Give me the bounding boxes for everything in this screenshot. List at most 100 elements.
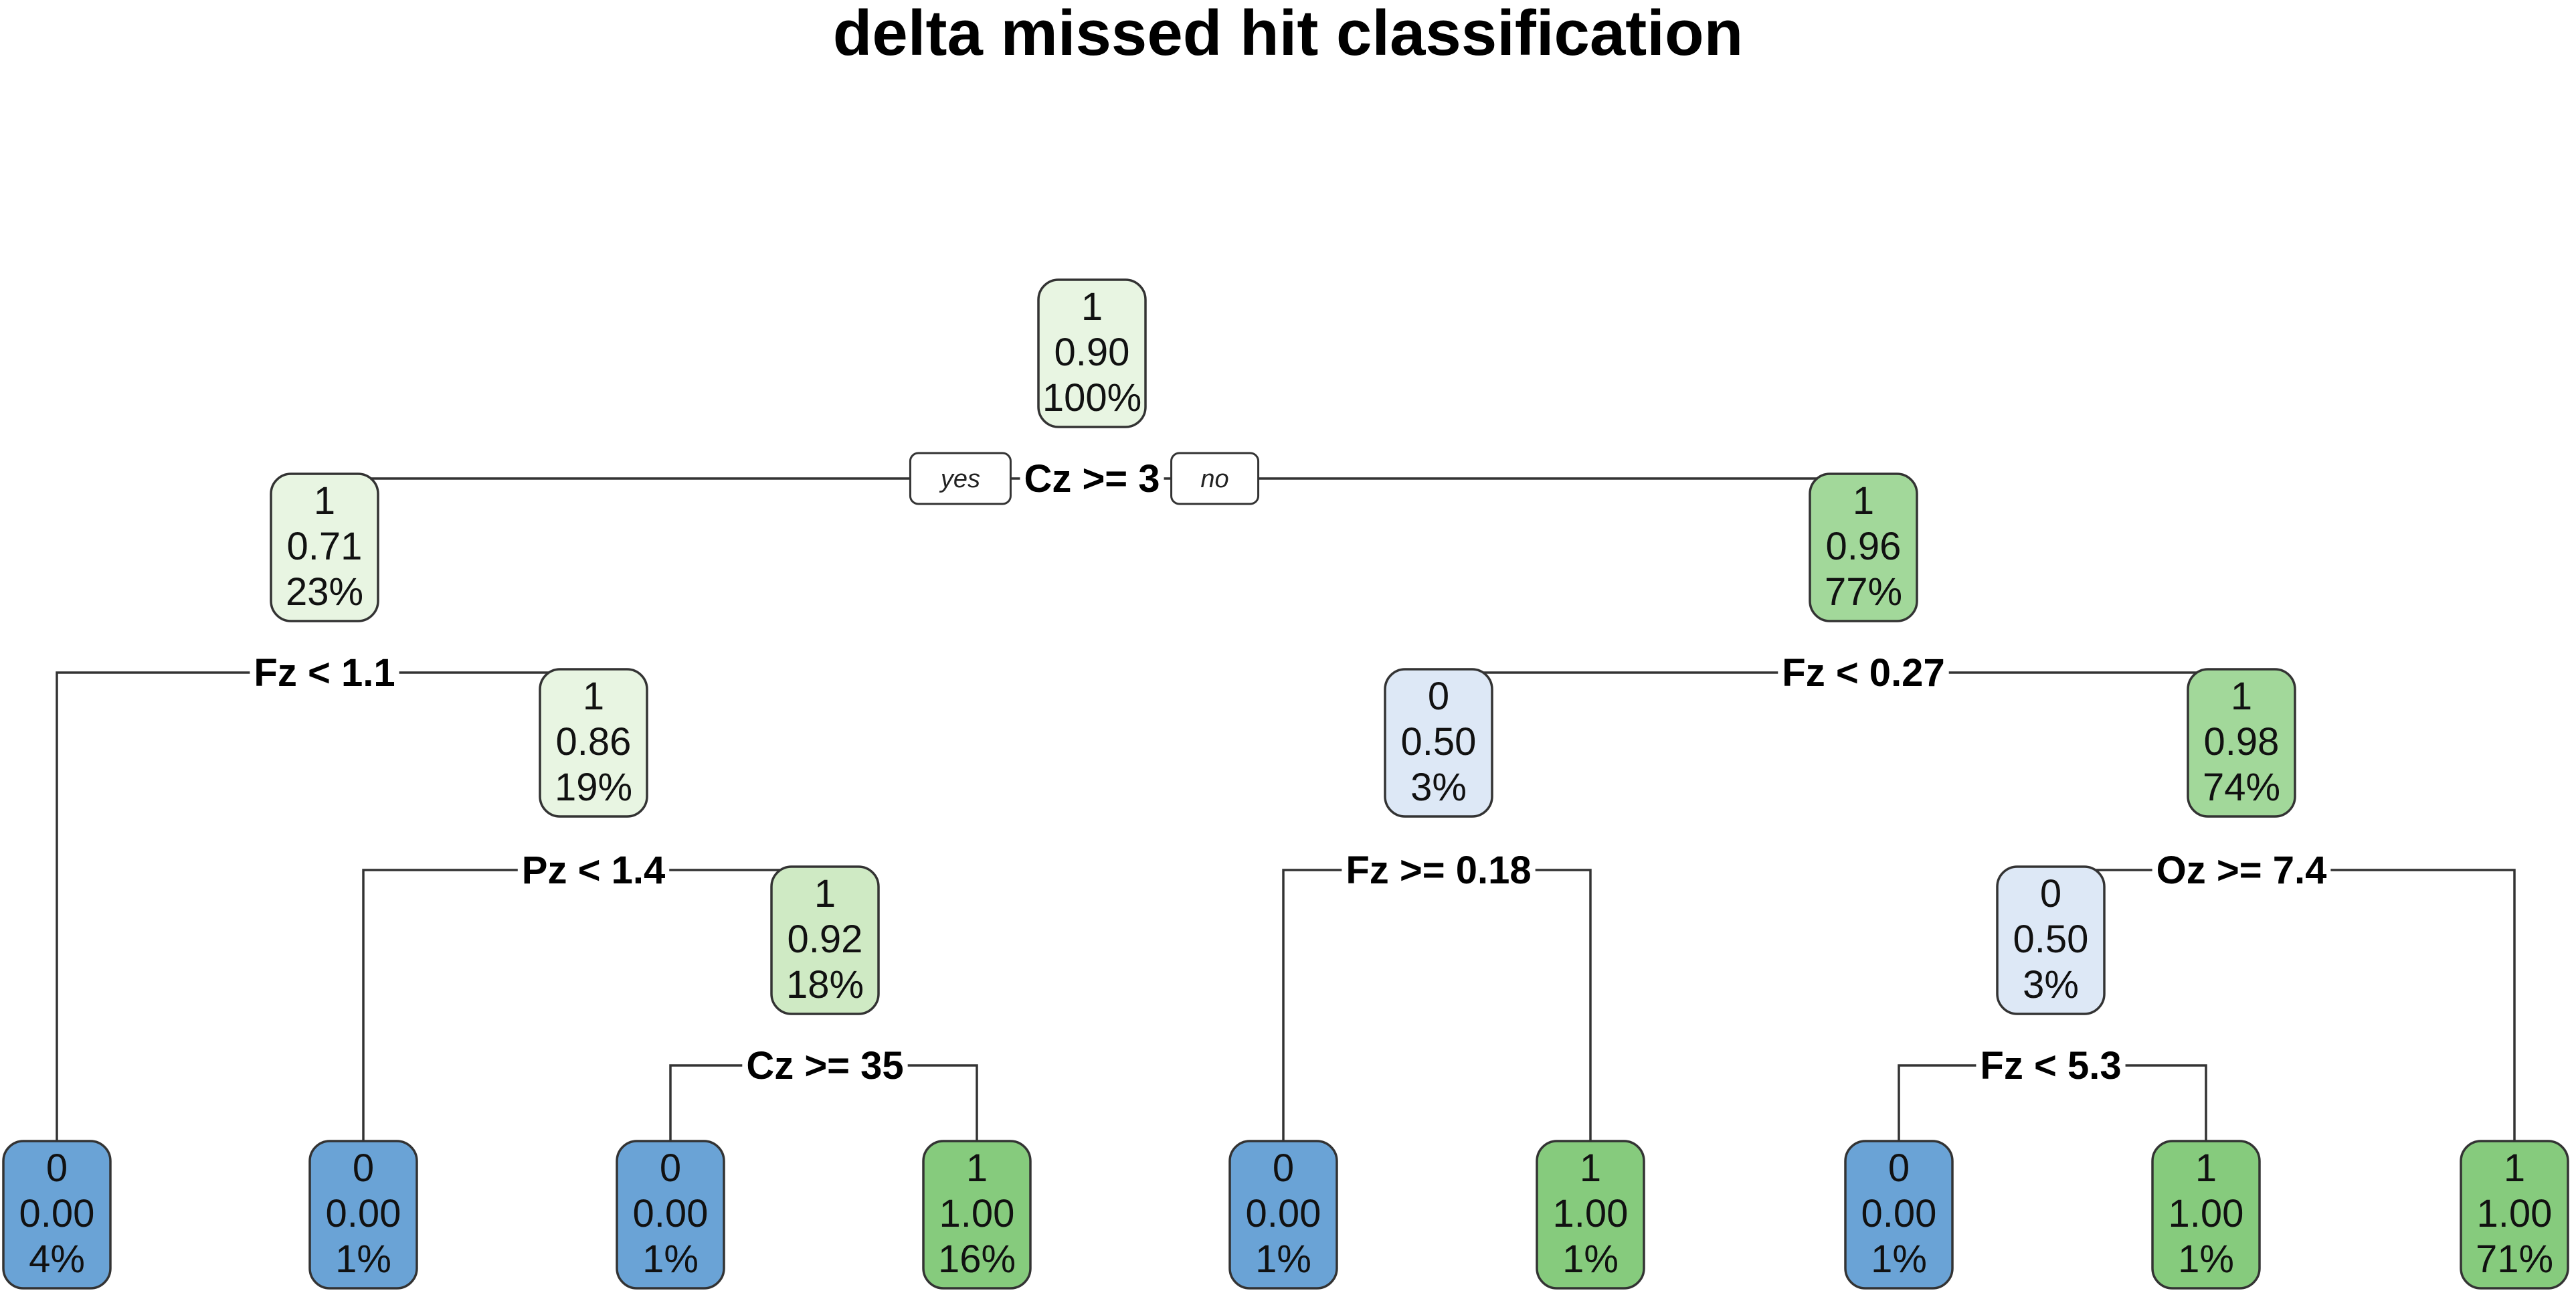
node-class: 1 <box>966 1146 988 1190</box>
node-class: 1 <box>2504 1146 2525 1190</box>
node-class: 1 <box>2231 675 2252 718</box>
tree-node-10: 00.001% <box>308 1140 418 1290</box>
split-label: Fz < 0.27 <box>1782 651 1944 695</box>
yes-branch-box <box>909 452 1012 505</box>
node-box <box>2 1140 112 1290</box>
split-label: Fz >= 0.18 <box>1346 849 1531 892</box>
node-pct: 3% <box>1410 766 1467 809</box>
node-pct: 71% <box>2476 1237 2553 1281</box>
node-prob: 0.00 <box>326 1192 401 1235</box>
split-label: Pz < 1.4 <box>522 849 665 892</box>
node-class: 1 <box>1853 479 1874 523</box>
tree-edge <box>1282 869 1592 1141</box>
node-box <box>922 1140 1032 1290</box>
node-pct: 74% <box>2203 766 2280 809</box>
node-pct: 3% <box>2023 963 2079 1007</box>
node-class: 0 <box>46 1146 68 1190</box>
tree-node-12: 00.001% <box>1228 1140 1338 1290</box>
node-class: 0 <box>660 1146 681 1190</box>
node-pct: 1% <box>1255 1237 1311 1281</box>
tree-edge <box>2049 867 2516 1141</box>
node-prob: 0.96 <box>1826 525 1902 568</box>
node-prob: 0.00 <box>19 1192 95 1235</box>
node-class: 1 <box>314 479 335 523</box>
diagram-title: delta missed hit classification <box>833 0 1743 69</box>
node-pct: 23% <box>286 570 363 614</box>
tree-node-22: 00.001% <box>616 1140 725 1290</box>
node-box <box>2460 1140 2569 1290</box>
node-box <box>308 1140 418 1290</box>
no-branch-label: no <box>1200 465 1228 493</box>
node-box <box>1996 865 2106 1015</box>
node-prob: 0.50 <box>2013 918 2089 961</box>
split-label-bg <box>1778 653 1949 693</box>
tree-node-4: 00.004% <box>2 1140 112 1290</box>
node-class: 0 <box>353 1146 374 1190</box>
node-class: 1 <box>1580 1146 1601 1190</box>
node-class: 0 <box>1888 1146 1910 1190</box>
node-prob: 1.00 <box>2169 1192 2244 1235</box>
node-pct: 100% <box>1042 376 1141 420</box>
split-label-bg <box>2152 850 2331 890</box>
node-prob: 0.00 <box>1246 1192 1321 1235</box>
node-box <box>1384 668 1493 818</box>
node-pct: 16% <box>938 1237 1016 1281</box>
node-box <box>270 472 379 622</box>
node-prob: 1.00 <box>1553 1192 1629 1235</box>
node-prob: 0.71 <box>287 525 363 568</box>
node-box <box>1037 278 1147 428</box>
tree-node-6: 00.503% <box>1384 668 1493 818</box>
node-box <box>539 668 648 818</box>
split-label: Cz >= 35 <box>746 1044 903 1088</box>
node-box <box>770 865 880 1015</box>
split-label-bg <box>1976 1045 2126 1086</box>
node-class: 1 <box>583 675 604 718</box>
node-prob: 0.92 <box>788 918 863 961</box>
tree-node-14: 00.503% <box>1996 865 2106 1015</box>
node-prob: 0.90 <box>1054 331 1130 374</box>
tree-edges <box>56 474 2516 1141</box>
split-label-bg <box>742 1045 908 1086</box>
split-label: Fz < 5.3 <box>1980 1044 2121 1088</box>
split-labels: Cz >= 3 yes no Fz < 1.1 Fz < 0.27 Pz < 1.4 Fz … <box>250 452 2331 1088</box>
node-pct: 18% <box>786 963 864 1007</box>
tree-edge <box>56 669 595 1141</box>
node-prob: 1.00 <box>939 1192 1015 1235</box>
tree-node-28: 00.001% <box>1844 1140 1954 1290</box>
node-box <box>2151 1140 2261 1290</box>
node-box <box>1536 1140 1645 1290</box>
node-box <box>616 1140 725 1290</box>
node-class: 0 <box>1428 675 1449 718</box>
node-prob: 0.50 <box>1401 720 1477 764</box>
node-class: 1 <box>814 872 836 916</box>
node-prob: 0.98 <box>2204 720 2280 764</box>
split-label: Oz >= 7.4 <box>2156 849 2327 892</box>
tree-node-29: 11.001% <box>2151 1140 2261 1290</box>
node-class: 0 <box>2040 872 2061 916</box>
node-prob: 0.86 <box>556 720 632 764</box>
node-pct: 77% <box>1825 570 1902 614</box>
node-pct: 4% <box>29 1237 85 1281</box>
node-box <box>1844 1140 1954 1290</box>
node-pct: 1% <box>2178 1237 2234 1281</box>
split-label-bg <box>250 653 399 693</box>
node-pct: 1% <box>642 1237 699 1281</box>
tree-edge <box>362 867 826 1141</box>
node-box <box>1228 1140 1338 1290</box>
node-box <box>2187 668 2296 818</box>
node-prob: 0.00 <box>1861 1192 1937 1235</box>
split-label-bg <box>1342 850 1536 890</box>
node-pct: 1% <box>1562 1237 1619 1281</box>
yes-branch-label: yes <box>939 465 980 493</box>
split-label: Cz >= 3 <box>1024 457 1160 501</box>
split-label: Fz < 1.1 <box>254 651 395 695</box>
